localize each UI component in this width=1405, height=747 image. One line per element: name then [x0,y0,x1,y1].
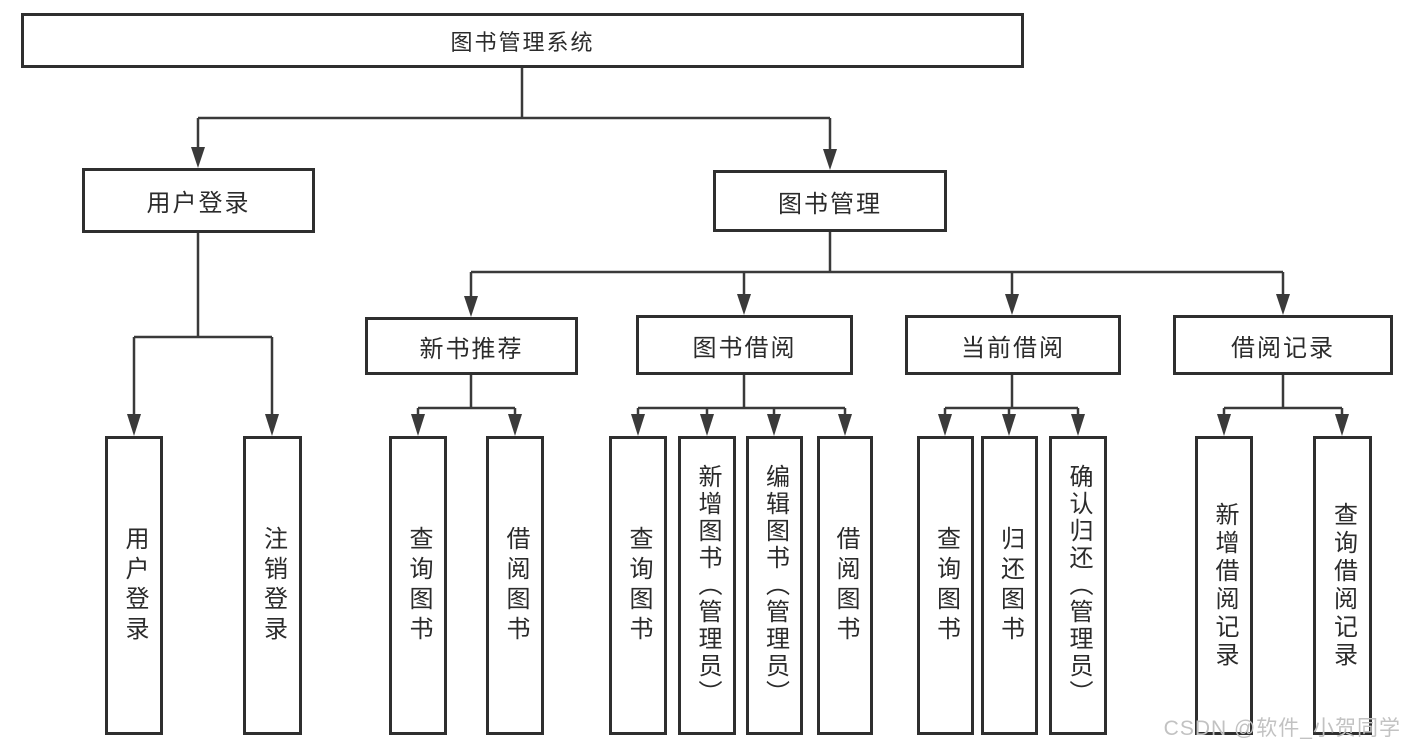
leaf-cb-return-books: 归还图书 [981,436,1038,735]
connector-new-book-rail [416,375,517,418]
leaf-logout: 注销登录 [243,436,302,735]
connector-arrowheads [127,147,1349,436]
csdn-watermark: CSDN @软件_小贺同学 [1163,717,1401,740]
connector-current-borrow-rail [943,375,1080,418]
leaf-bb-borrow-books: 借阅图书 [817,436,873,735]
leaf-user-login: 用户登录 [105,436,163,735]
node-user-login: 用户登录 [82,168,315,233]
node-new-book-recommend: 新书推荐 [365,317,578,375]
node-book-management: 图书管理 [713,170,947,232]
leaf-cb-query-books: 查询图书 [917,436,974,735]
leaf-cb-confirm-return-admin: 确认归还（管理员） [1049,436,1107,735]
leaf-bb-query-books: 查询图书 [609,436,667,735]
leaf-br-query-record: 查询借阅记录 [1313,436,1372,735]
connector-lines [132,68,1344,418]
connector-records-rail [1222,375,1344,418]
leaf-bb-edit-books-admin: 编辑图书（管理员） [746,436,803,735]
leaf-br-add-record: 新增借阅记录 [1195,436,1253,735]
leaf-nbr-query-books: 查询图书 [389,436,447,735]
node-book-borrowing: 图书借阅 [636,315,853,375]
leaf-bb-add-books-admin: 新增图书（管理员） [678,436,736,735]
node-current-borrowing: 当前借阅 [905,315,1121,375]
node-borrowing-records: 借阅记录 [1173,315,1393,375]
node-library-management-system: 图书管理系统 [21,13,1024,68]
leaf-nbr-borrow-books: 借阅图书 [486,436,544,735]
connector-book-borrow-rail [636,375,847,418]
